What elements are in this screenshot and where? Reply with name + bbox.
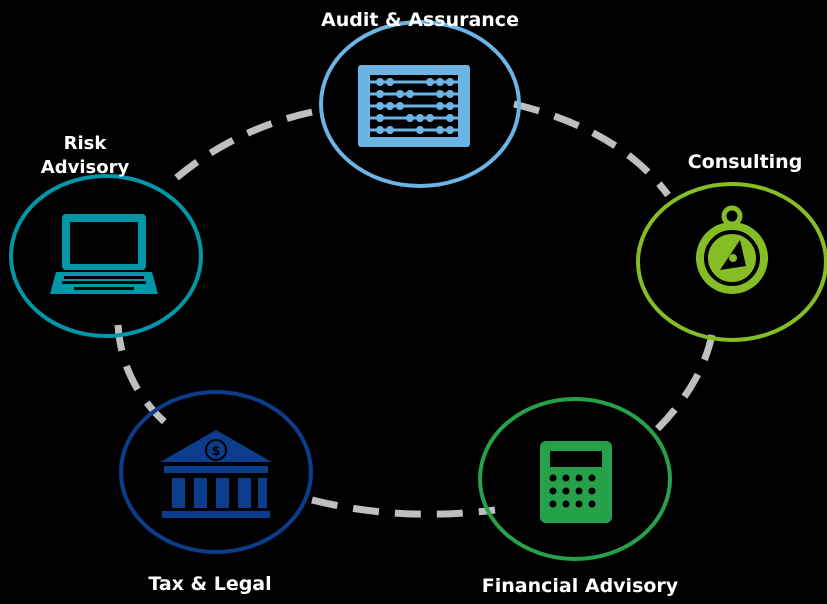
node-ring [319, 20, 521, 188]
node-ring [9, 174, 203, 338]
node-ring [636, 182, 827, 342]
svg-text:$: $ [211, 444, 220, 459]
node-ring [119, 390, 313, 554]
node-risk-advisory[interactable] [9, 174, 203, 338]
node-label-risk-advisory-line-1: Risk [63, 133, 107, 154]
laptop-icon [50, 214, 158, 294]
node-label-consulting: Consulting [687, 151, 803, 173]
node-label-risk-advisory: Risk Advisory [30, 132, 140, 180]
node-ring [478, 397, 672, 561]
node-label-financial-advisory: Financial Advisory [481, 575, 679, 597]
node-financial-advisory[interactable] [478, 397, 672, 561]
node-label-tax-legal: Tax & Legal [148, 573, 272, 595]
bank-icon: $ [160, 430, 272, 518]
calculator-icon [540, 441, 612, 523]
dashed-connector-ring [114, 100, 716, 518]
node-audit-assurance[interactable] [319, 20, 521, 188]
compass-icon [696, 205, 768, 294]
node-tax-legal[interactable]: $ [119, 390, 313, 554]
node-consulting[interactable] [636, 182, 827, 342]
node-label-risk-advisory-line-2: Advisory [40, 157, 130, 178]
abacus-icon [358, 65, 470, 147]
node-label-audit-assurance: Audit & Assurance [321, 9, 519, 31]
